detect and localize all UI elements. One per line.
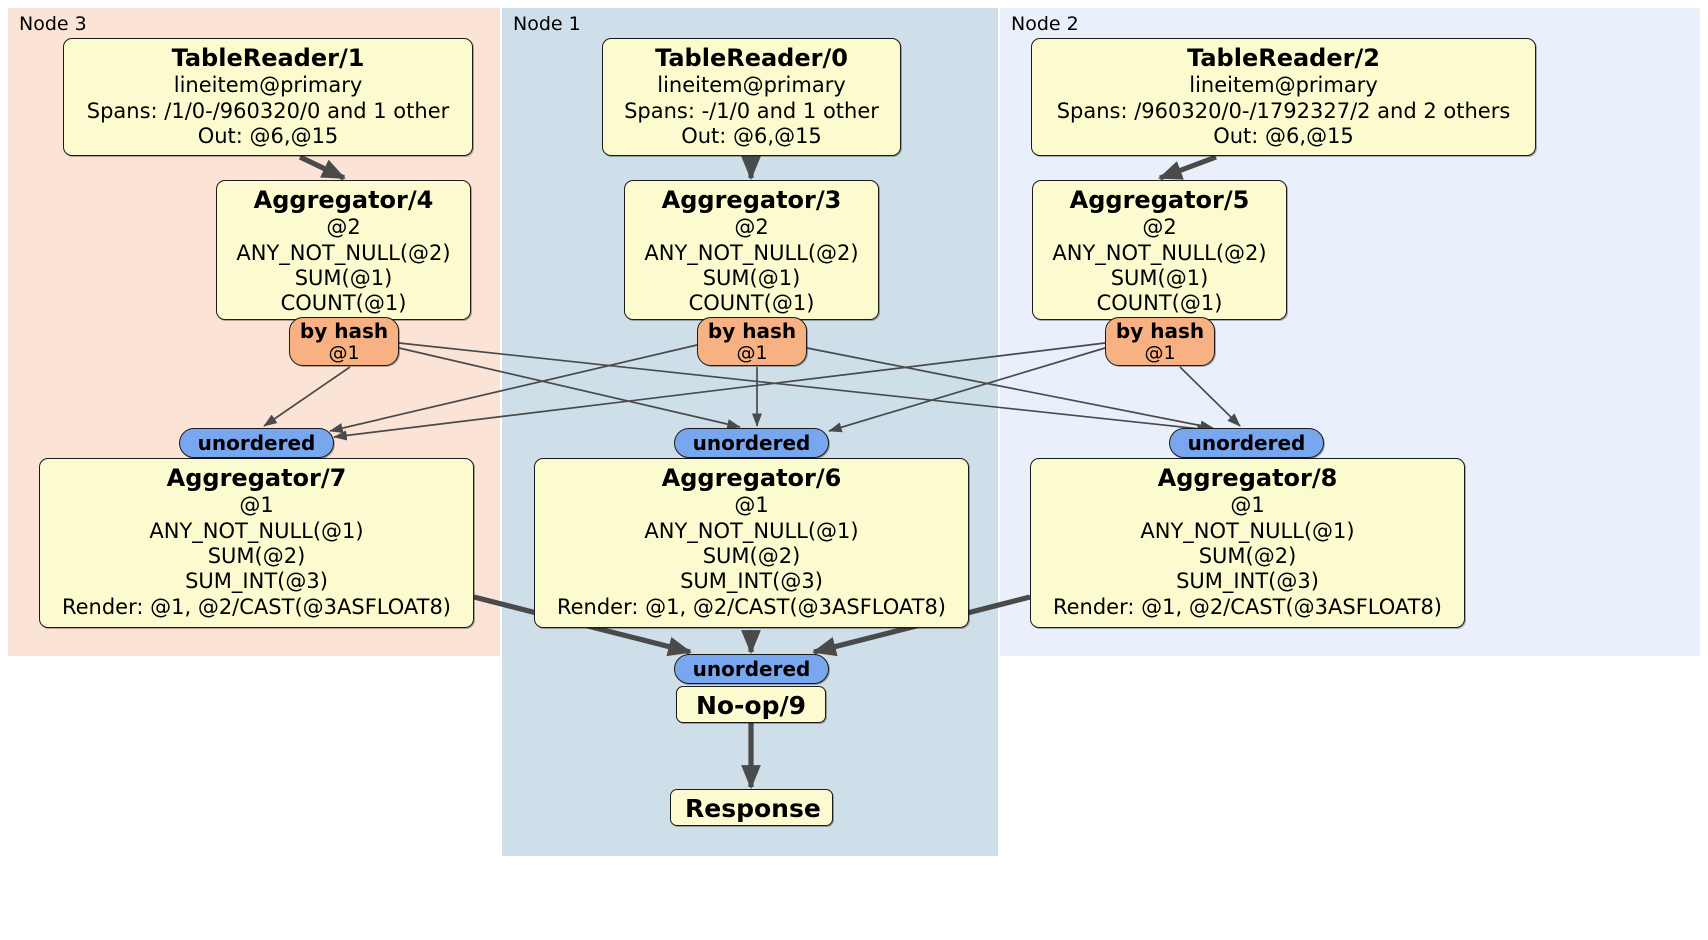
router-unordered9[interactable]: unordered [674,654,829,684]
router-hash3[interactable]: by hash@1 [697,317,807,366]
processor-detail-line: Render: @1, @2/CAST(@3ASFLOAT8) [1052,594,1443,619]
node-region-label: Node 2 [1011,13,1079,35]
processor-detail-line: SUM(@1) [294,266,393,291]
processor-title: TableReader/1 [171,44,365,72]
processor-detail-line: SUM(@1) [702,266,801,291]
router-title: by hash [1115,319,1205,344]
processor-detail-line: ANY_NOT_NULL(@1) [644,518,859,543]
router-title: unordered [197,431,316,455]
processor-detail-line: SUM(@2) [702,544,801,569]
processor-detail-line: ANY_NOT_NULL(@2) [644,240,859,265]
processor-detail-line: ANY_NOT_NULL(@1) [1140,518,1355,543]
processor-detail-line: Out: @6,@15 [197,124,339,149]
processor-title: Aggregator/7 [166,464,347,492]
processor-title: TableReader/2 [1187,44,1380,72]
processor-detail-line: lineitem@primary [1189,73,1378,98]
processor-noop9[interactable]: No-op/9 [676,686,826,723]
processor-title: Aggregator/8 [1157,464,1338,492]
processor-title: Aggregator/6 [661,464,842,492]
processor-detail-line: ANY_NOT_NULL(@2) [236,240,451,265]
processor-detail-line: SUM(@1) [1110,266,1209,291]
router-subtitle: @1 [328,341,360,364]
router-subtitle: @1 [1144,341,1176,364]
router-title: unordered [1187,431,1306,455]
processor-detail-line: COUNT(@1) [1096,291,1223,316]
processor-detail-line: Spans: /960320/0-/1792327/2 and 2 others [1056,98,1511,123]
processor-detail-line: Out: @6,@15 [1213,124,1354,149]
processor-detail-line: @1 [1230,493,1265,518]
router-title: unordered [692,431,811,455]
router-title: by hash [707,319,797,344]
router-title: unordered [692,657,811,681]
processor-title: Aggregator/5 [1069,186,1250,214]
processor-detail-line: @2 [734,215,769,240]
router-unordered7[interactable]: unordered [179,428,334,458]
router-hash5[interactable]: by hash@1 [1105,317,1215,366]
node-region-label: Node 3 [19,13,87,35]
processor-detail-line: Render: @1, @2/CAST(@3ASFLOAT8) [556,594,947,619]
processor-detail-line: COUNT(@1) [280,291,407,316]
router-unordered8[interactable]: unordered [1169,428,1324,458]
processor-detail-line: SUM(@2) [207,544,306,569]
processor-detail-line: SUM_INT(@3) [185,569,328,594]
router-unordered6[interactable]: unordered [674,428,829,458]
processor-detail-line: SUM_INT(@3) [1176,569,1319,594]
processor-detail-line: @1 [239,493,274,518]
processor-title: No-op/9 [695,691,807,720]
processor-detail-line: lineitem@primary [173,73,363,98]
processor-detail-line: Out: @6,@15 [681,124,822,149]
processor-detail-line: Spans: /1/0-/960320/0 and 1 other [86,98,450,123]
processor-detail-line: SUM_INT(@3) [680,569,823,594]
processor-detail-line: Spans: -/1/0 and 1 other [624,98,879,123]
processor-detail-line: COUNT(@1) [688,291,815,316]
router-subtitle: @1 [736,341,768,364]
processor-detail-line: ANY_NOT_NULL(@1) [149,518,364,543]
router-hash4[interactable]: by hash@1 [289,317,399,366]
processor-title: Aggregator/4 [253,186,434,214]
processor-detail-line: ANY_NOT_NULL(@2) [1052,240,1267,265]
processor-detail-line: @2 [1142,215,1177,240]
router-title: by hash [299,319,389,344]
processor-detail-line: Render: @1, @2/CAST(@3ASFLOAT8) [61,594,452,619]
processor-response[interactable]: Response [670,789,833,826]
node-region-label: Node 1 [513,13,581,35]
processor-detail-line: @1 [734,493,769,518]
processor-detail-line: lineitem@primary [657,73,846,98]
processor-title: TableReader/0 [655,44,848,72]
processor-detail-line: SUM(@2) [1198,544,1297,569]
processor-title: Response [685,794,821,823]
processor-title: Aggregator/3 [661,186,842,214]
processor-detail-line: @2 [326,215,361,240]
